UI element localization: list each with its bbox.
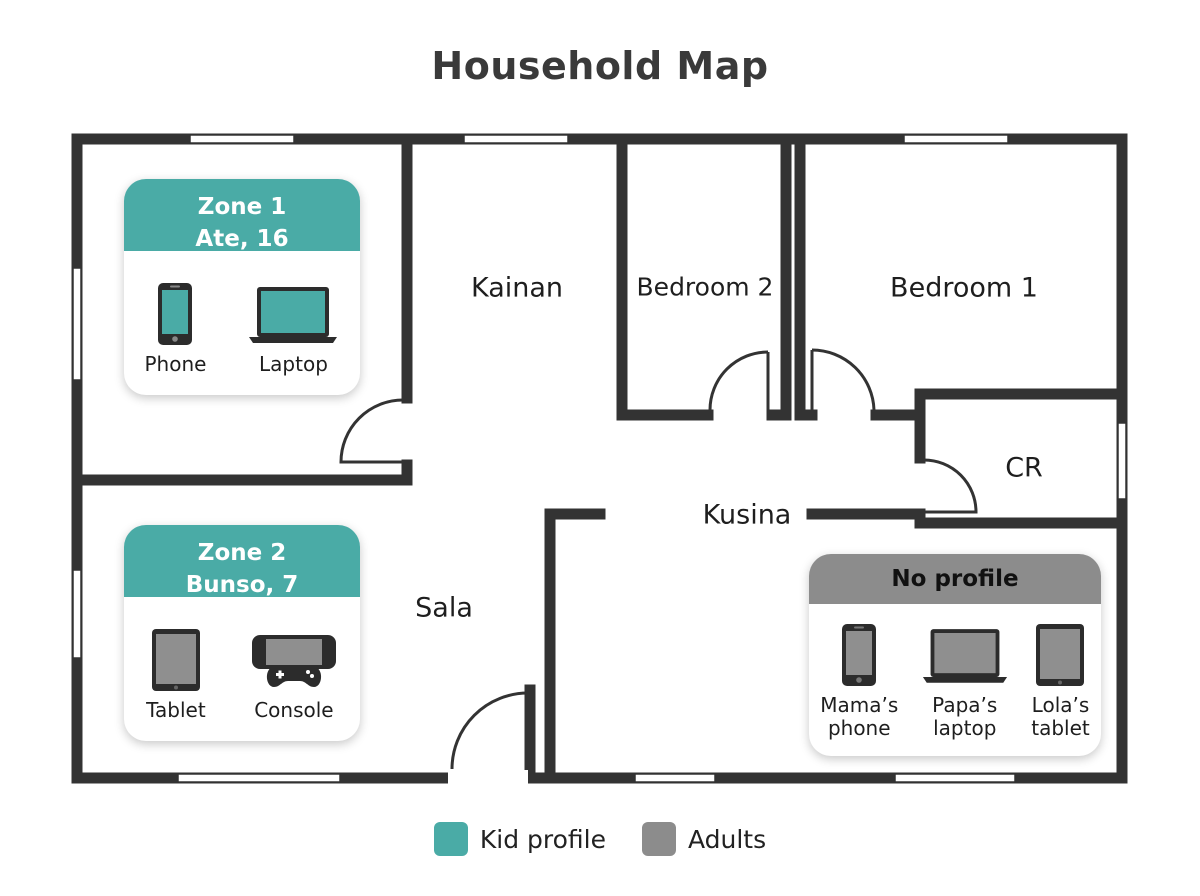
device-label: Mama’s phone (820, 693, 899, 740)
device-tablet[interactable]: Tablet (146, 627, 206, 722)
window (634, 773, 716, 783)
device-laptop[interactable]: Laptop (247, 281, 339, 376)
page-title: Household Map (431, 44, 769, 88)
device-phone[interactable]: Phone (144, 281, 207, 376)
legend-item-adults: Adults (641, 822, 767, 856)
legend-swatch-kid-profile (433, 822, 468, 856)
zone-2-card[interactable]: Zone 2 Bunso, 7 Tablet Console (124, 525, 360, 741)
window (1117, 422, 1127, 500)
zone-2-profile: Bunso, 7 (185, 572, 299, 598)
zone-2-header: Zone 2 Bunso, 7 (124, 525, 360, 598)
door-swing (708, 350, 769, 411)
window (177, 773, 341, 783)
room-label-bedroom-1: Bedroom 1 (890, 272, 1038, 304)
door-swing (923, 458, 978, 514)
phone-icon (158, 283, 193, 345)
legend-swatch-adults (641, 822, 676, 856)
legend: Kid profile Adults (0, 822, 1200, 856)
no-profile-card[interactable]: No profile Mama’s phone Papa’s laptop (809, 554, 1101, 756)
window (903, 134, 1009, 144)
device-phone[interactable]: Mama’s phone (820, 622, 898, 740)
zone-1-profile: Ate, 16 (195, 226, 289, 252)
device-label: Phone (144, 352, 207, 376)
zone-2-title: Zone 2 (197, 540, 287, 566)
device-tablet[interactable]: Lola’s tablet (1031, 622, 1090, 740)
device-laptop[interactable]: Papa’s laptop (921, 622, 1009, 740)
tablet-icon (151, 629, 200, 691)
phone-icon (842, 624, 877, 686)
legend-label: Adults (687, 824, 767, 854)
device-console[interactable]: Console (250, 627, 338, 722)
device-label: Papa’s laptop (932, 693, 998, 740)
laptop-icon (922, 629, 1007, 683)
window (72, 267, 82, 381)
door-swing (811, 348, 876, 411)
window (189, 134, 295, 144)
console-icon (251, 635, 336, 687)
room-label-cr: CR (1005, 452, 1043, 484)
zone-1-card[interactable]: Zone 1 Ate, 16 Phone Laptop (124, 179, 360, 395)
window (463, 134, 569, 144)
device-label: Tablet (146, 698, 206, 722)
zone-1-header: Zone 1 Ate, 16 (124, 179, 360, 252)
no-profile-header: No profile (809, 554, 1101, 604)
laptop-icon (249, 287, 338, 343)
room-label-kainan: Kainan (470, 272, 564, 304)
room-label-sala: Sala (415, 592, 473, 624)
tablet-icon (1036, 624, 1085, 686)
window (894, 773, 1016, 783)
device-label: Laptop (259, 352, 328, 376)
legend-label: Kid profile (479, 824, 606, 854)
device-label: Lola’s tablet (1031, 693, 1090, 740)
window (72, 569, 82, 659)
door-swing (339, 398, 404, 464)
room-label-bedroom-2: Bedroom 2 (636, 272, 774, 302)
room-label-kusina: Kusina (702, 499, 792, 531)
legend-item-kid-profile: Kid profile (433, 822, 606, 856)
door-swing (450, 691, 529, 770)
device-label: Console (254, 698, 334, 722)
zone-1-title: Zone 1 (197, 194, 287, 220)
